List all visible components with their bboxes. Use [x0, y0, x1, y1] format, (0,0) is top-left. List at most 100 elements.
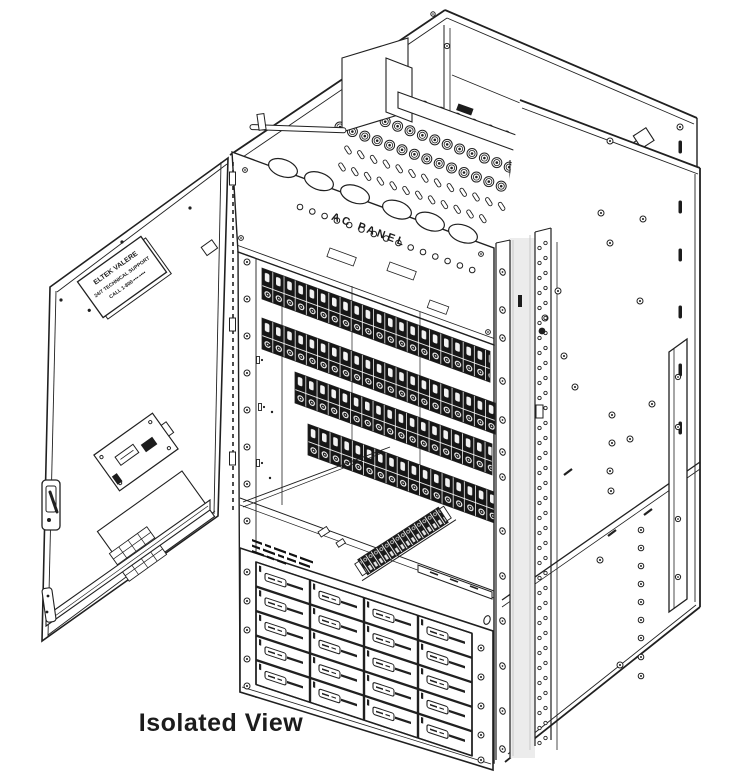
lug-slot — [466, 209, 474, 219]
terminal-stud — [406, 127, 414, 135]
module-latch — [313, 607, 316, 615]
module-latch-rail — [395, 691, 411, 700]
panel-screw — [628, 437, 632, 441]
terminal-stud — [475, 175, 478, 179]
terminal-stud — [495, 161, 499, 164]
panel-screw — [610, 441, 614, 445]
band-lip-line — [237, 245, 495, 339]
tray-sticker — [456, 103, 474, 116]
fine-print-line — [252, 544, 260, 550]
eia-hole — [537, 710, 542, 716]
module-handle — [426, 650, 449, 666]
fine-print-line — [277, 559, 286, 565]
module-handle — [264, 572, 287, 588]
rail-screw — [245, 297, 249, 301]
handle-mark — [331, 671, 336, 675]
bezel-screw — [245, 684, 249, 688]
panel-screw — [608, 139, 612, 143]
terminal-stud — [363, 134, 367, 138]
band-hole — [419, 248, 427, 256]
clip — [256, 356, 260, 364]
right-panel-face — [500, 100, 700, 763]
dot — [268, 476, 272, 480]
ac-panel-band: AC PANEL — [231, 150, 495, 346]
module-latch-rail — [449, 660, 465, 669]
panel-screw — [638, 299, 642, 303]
module-latch-rail — [287, 607, 303, 616]
band-hole — [321, 212, 328, 220]
lug-slot — [389, 181, 397, 191]
lug-slot — [472, 192, 480, 202]
eia-hole — [537, 500, 542, 506]
module-latch — [367, 650, 370, 657]
module-handle — [426, 675, 449, 690]
band-hole — [333, 217, 341, 224]
lug-slot — [357, 150, 365, 160]
panel-screw — [598, 558, 602, 562]
terminal-stud — [497, 182, 505, 190]
eia-hole — [537, 650, 542, 656]
eia-hole — [543, 645, 548, 651]
lug-slot — [497, 201, 506, 211]
module-latch — [367, 674, 370, 682]
eia-hole — [543, 600, 548, 606]
terminal-stud — [458, 147, 461, 151]
module-latch-rail — [287, 582, 303, 591]
module-handle — [264, 621, 287, 637]
band-hole — [444, 257, 451, 265]
terminal-stud — [351, 130, 354, 133]
dot — [268, 343, 272, 347]
terminal-stud — [383, 120, 387, 123]
lug-slot — [459, 187, 467, 197]
terminal-stud — [410, 150, 418, 158]
module-grid — [255, 561, 473, 757]
rail-rivet — [501, 419, 504, 421]
panel-screw — [556, 289, 560, 293]
terminal-stud — [487, 180, 491, 183]
eia-hole — [537, 695, 542, 701]
eia-hole — [537, 740, 542, 746]
eia-hole — [543, 690, 548, 696]
vent-dash — [643, 508, 653, 516]
lug-slot — [440, 200, 449, 210]
stiffener-inner — [47, 505, 209, 622]
terminal-stud — [485, 178, 493, 186]
oval-knockout — [382, 199, 412, 220]
breaker-row — [307, 423, 495, 524]
eia-hole — [537, 290, 542, 296]
terminal-stud — [456, 145, 464, 153]
mounting-bracket-bar — [668, 337, 688, 614]
handle-mark — [322, 668, 329, 673]
grid-line — [256, 658, 472, 733]
panel-screw — [573, 385, 577, 389]
module-latch-rail — [449, 709, 465, 718]
module-latch-rail — [287, 680, 303, 689]
handle-mark — [439, 707, 444, 710]
eia-hole — [543, 705, 548, 711]
band-hole — [395, 239, 402, 247]
handle-mark — [439, 682, 444, 686]
module-latch — [421, 643, 424, 651]
module-handle — [426, 699, 449, 715]
bezel-screw — [479, 675, 483, 679]
eia-hole — [537, 245, 542, 251]
handle-mark — [385, 615, 390, 619]
handle-mark — [376, 612, 383, 617]
rail-top-cap — [495, 239, 511, 244]
clip-dot — [262, 405, 266, 409]
band-hole — [382, 235, 390, 242]
handle-mark — [268, 650, 275, 655]
handle-mark — [277, 604, 282, 608]
terminal-stud — [460, 168, 468, 176]
slot-screw — [678, 363, 682, 377]
band-hole — [345, 221, 353, 229]
left-wall-base — [242, 446, 391, 503]
handle-mark — [268, 625, 275, 630]
door-left-inner — [47, 290, 57, 637]
module-latch — [421, 667, 424, 675]
band-hole — [370, 230, 378, 238]
eia-hole — [537, 605, 542, 611]
rail-screw — [245, 334, 249, 338]
eia-keyhole — [538, 327, 546, 335]
